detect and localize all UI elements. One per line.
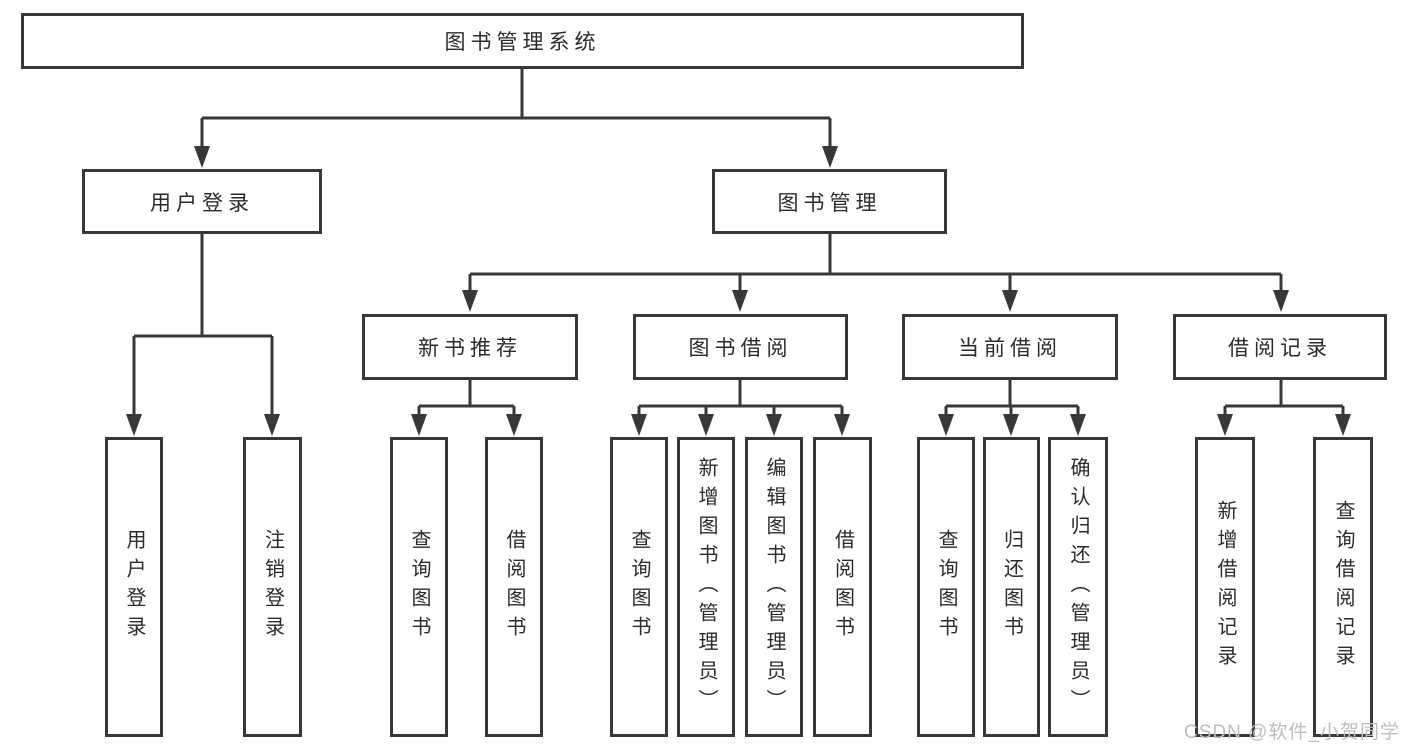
leaf-query-book-borrowing: 查询图书 bbox=[610, 437, 668, 737]
node-library-management-system: 图书管理系统 bbox=[21, 13, 1024, 69]
leaf-add-borrow-record: 新增借阅记录 bbox=[1195, 437, 1255, 737]
node-book-management: 图书管理 bbox=[712, 169, 947, 234]
leaf-edit-book-admin: 编辑图书（管理员） bbox=[745, 437, 803, 737]
leaf-add-book-admin: 新增图书（管理员） bbox=[677, 437, 735, 737]
leaf-borrow-book-recommendation: 借阅图书 bbox=[485, 437, 543, 737]
leaf-confirm-return-admin: 确认归还（管理员） bbox=[1048, 437, 1108, 737]
leaf-query-book-current: 查询图书 bbox=[917, 437, 975, 737]
node-current-borrowing: 当前借阅 bbox=[902, 314, 1118, 380]
node-new-book-recommendation: 新书推荐 bbox=[362, 314, 578, 380]
leaf-user-login: 用户登录 bbox=[105, 437, 163, 737]
leaf-query-book-recommendation: 查询图书 bbox=[390, 437, 448, 737]
node-book-borrowing: 图书借阅 bbox=[633, 314, 848, 380]
leaf-logout: 注销登录 bbox=[243, 437, 302, 737]
leaf-return-book: 归还图书 bbox=[983, 437, 1040, 737]
csdn-watermark: CSDN @软件_小贺同学 bbox=[1184, 722, 1400, 743]
leaf-borrow-book: 借阅图书 bbox=[813, 437, 872, 737]
node-user-login: 用户登录 bbox=[82, 169, 322, 234]
leaf-query-borrow-record: 查询借阅记录 bbox=[1313, 437, 1373, 737]
node-borrowing-records: 借阅记录 bbox=[1173, 314, 1387, 380]
